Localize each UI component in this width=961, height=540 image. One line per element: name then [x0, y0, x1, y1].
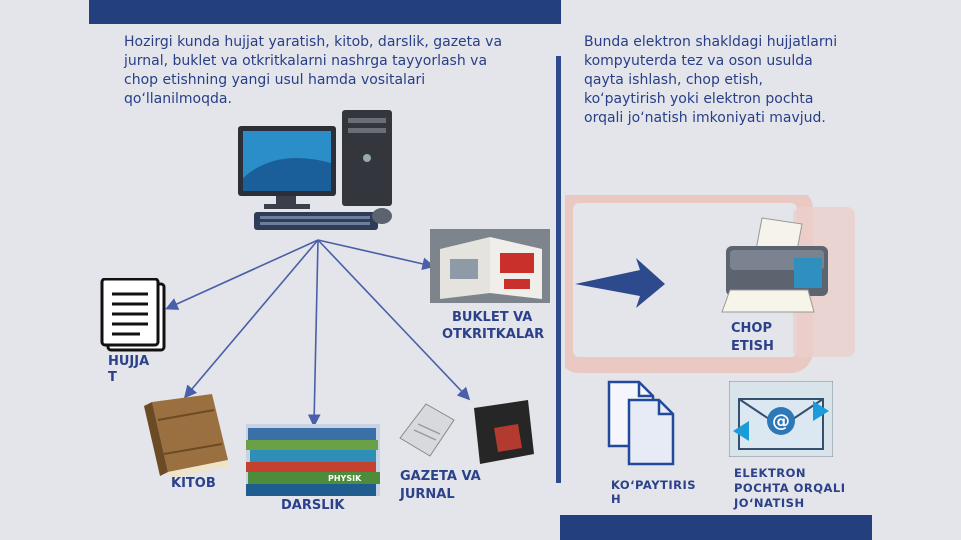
svg-text:@: @	[772, 411, 790, 432]
hujjat-label-2: T	[108, 370, 117, 385]
book-icon	[144, 394, 230, 478]
kitob-label: KITOB	[171, 476, 216, 491]
email-label-1: ELEKTRON	[734, 466, 807, 480]
computer-icon	[238, 110, 392, 230]
kopaytirish-label-1: KO‘PAYTIRIS	[611, 478, 697, 492]
gazeta-label-2: JURNAL	[400, 487, 455, 502]
printer-icon	[721, 217, 828, 313]
gazeta-label-1: GAZETA VA	[400, 469, 481, 484]
chop-label-1: CHOP	[731, 321, 772, 336]
email-label-2: POCHTA ORQALI	[734, 481, 846, 495]
newspaper-icon	[399, 400, 534, 464]
document-icon	[100, 278, 166, 352]
darslik-label: DARSLIK	[281, 498, 345, 513]
vertical-divider	[556, 56, 561, 483]
top-bar	[89, 0, 561, 24]
intro-paragraph: Hozirgi kunda hujjat yaratish, kitob, da…	[124, 34, 503, 107]
description-paragraph: Bunda elektron shakldagi hujjatlarni kom…	[584, 34, 838, 126]
copy-icon	[607, 380, 675, 466]
kopaytirish-label-2: H	[611, 492, 622, 506]
chop-label-2: ETISH	[731, 339, 774, 354]
book-spine-text: PHYSIK	[328, 474, 362, 483]
email-label-3: JO‘NATISH	[734, 496, 805, 510]
hujjat-label-1: HUJJA	[108, 354, 150, 369]
buklet-label-1: BUKLET VA	[452, 310, 533, 325]
email-icon: @	[729, 381, 833, 457]
booklet-icon	[430, 229, 550, 303]
bottom-bar	[560, 515, 872, 540]
buklet-label-2: OTKRITKALAR	[442, 327, 545, 342]
textbooks-icon: PHYSIK	[246, 424, 380, 496]
arrow-right-icon	[575, 258, 665, 308]
